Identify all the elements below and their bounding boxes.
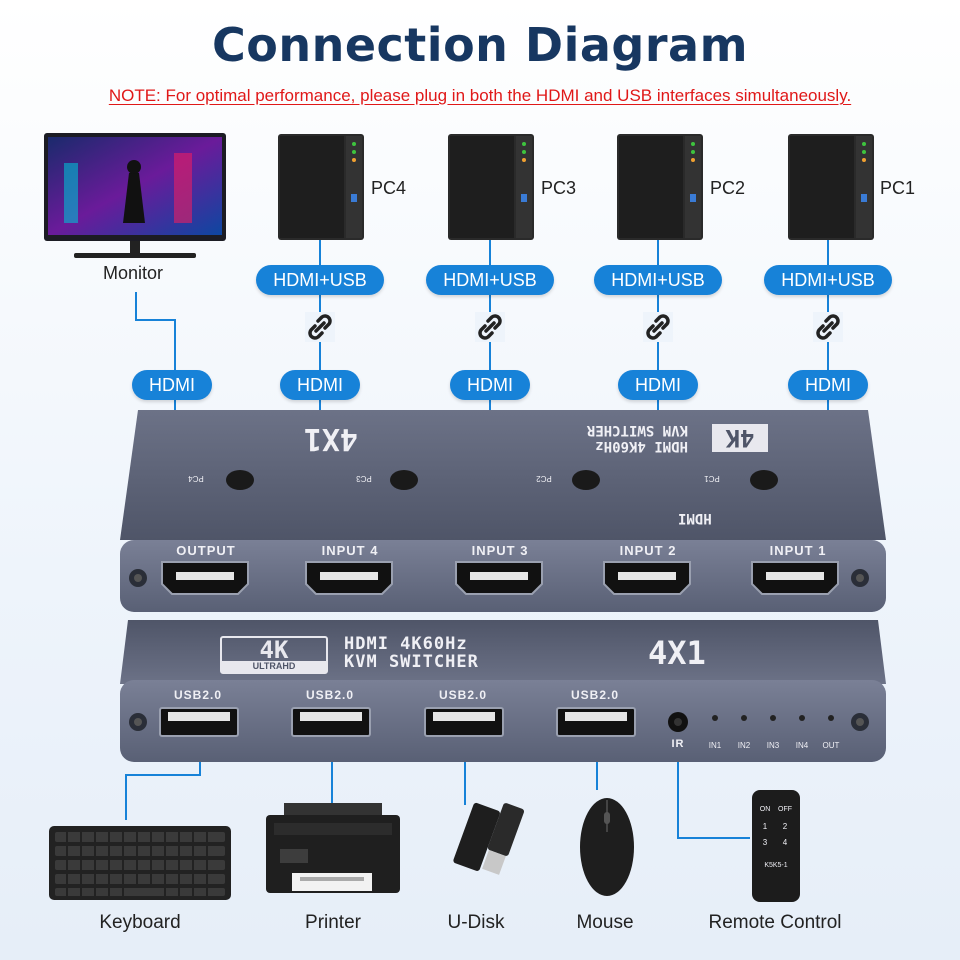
link-icon xyxy=(643,312,673,342)
pc2-select-button[interactable] xyxy=(572,470,600,490)
ir-receiver-icon xyxy=(668,712,688,732)
usb-drive-icon xyxy=(453,802,525,875)
printer-label: Printer xyxy=(305,912,361,933)
pc2-button-label: PC2 xyxy=(536,474,552,483)
port-label-input2: INPUT 2 xyxy=(619,543,677,558)
remote-key-4[interactable]: 4 xyxy=(782,838,788,847)
led-in4: IN4 xyxy=(795,741,809,750)
pc4-label: PC4 xyxy=(371,178,407,198)
monitor-icon xyxy=(44,133,226,258)
monitor-label: Monitor xyxy=(103,263,164,283)
screw-icon xyxy=(129,569,147,587)
pc3-label: PC3 xyxy=(541,178,577,198)
led-in2: IN2 xyxy=(737,741,751,750)
usb-label-4: USB2.0 xyxy=(570,688,620,702)
remote-key-on[interactable]: ON xyxy=(759,806,771,813)
keyboard-label: Keyboard xyxy=(99,912,181,933)
usb-label-1: USB2.0 xyxy=(173,688,223,702)
remote-control-label: Remote Control xyxy=(708,912,842,933)
front-panel: 4K ULTRAHD HDMI 4K60Hz KVM SWITCHER 4X1 … xyxy=(118,620,888,765)
front-badge-box: 4K ULTRAHD xyxy=(220,636,328,674)
pc1-button-label: PC1 xyxy=(704,474,720,483)
port-label-input3: INPUT 3 xyxy=(471,543,529,558)
u-disk-label: U-Disk xyxy=(447,912,505,933)
rear-product-label: 4K HDMI 4K60Hz KVM SWITCHER 4X1 xyxy=(218,421,778,456)
pc2-hdmi-pill: HDMI xyxy=(618,370,698,400)
hdmi-brand-logo: HDMI xyxy=(678,510,712,526)
remote-line xyxy=(677,752,750,839)
pc3-tower xyxy=(448,134,534,244)
screw-icon xyxy=(129,713,147,731)
printer-icon xyxy=(266,803,400,893)
led-out: OUT xyxy=(822,741,840,750)
pc3-connection-pill: HDMI+USB xyxy=(426,265,554,295)
rear-panel: 4K HDMI 4K60Hz KVM SWITCHER 4X1 PC4 PC3 … xyxy=(118,410,888,615)
monitor xyxy=(44,133,226,259)
pc1-tower xyxy=(788,134,874,244)
note-text: NOTE: For optimal performance, please pl… xyxy=(108,86,852,105)
remote-model: K5K5-1 xyxy=(764,862,788,869)
keyboard xyxy=(49,826,231,904)
led-in1: IN1 xyxy=(708,741,722,750)
link-icon xyxy=(305,312,335,342)
pc3-button-label: PC3 xyxy=(356,474,372,483)
hdmi-ports xyxy=(129,561,869,595)
remote-control: ON OFF 1 2 3 4 K5K5-1 xyxy=(752,790,800,902)
pc4-hdmi-pill: HDMI xyxy=(280,370,360,400)
rear-model: 4X1 xyxy=(303,421,358,456)
rear-product-line1: HDMI 4K60Hz xyxy=(595,438,688,454)
pc1-label: PC1 xyxy=(880,178,916,198)
pc2-tower xyxy=(617,134,703,244)
pc4-button-label: PC4 xyxy=(188,474,204,483)
pc4-tower xyxy=(278,134,364,244)
front-product-line1: HDMI 4K60Hz xyxy=(344,634,468,654)
front-model: 4X1 xyxy=(648,634,706,672)
front-badge: 4K xyxy=(259,636,289,664)
pc-icon xyxy=(788,134,874,240)
rear-badge: 4K xyxy=(712,424,768,452)
usb-label-3: USB2.0 xyxy=(438,688,488,702)
remote-key-3[interactable]: 3 xyxy=(762,838,768,847)
monitor-hdmi-pill: HDMI xyxy=(132,370,212,400)
pc4-select-button[interactable] xyxy=(226,470,254,490)
pc1-hdmi-pill: HDMI xyxy=(788,370,868,400)
pc-icon xyxy=(448,134,534,240)
remote-key-off[interactable]: OFF xyxy=(778,806,792,813)
rear-product-line2: KVM SWITCHER xyxy=(586,422,688,438)
front-badge-sub: ULTRAHD xyxy=(222,661,326,672)
port-label-input4: INPUT 4 xyxy=(321,543,379,558)
led-in3: IN3 xyxy=(766,741,780,750)
front-product-line2: KVM SWITCHER xyxy=(344,652,479,672)
screw-icon xyxy=(851,569,869,587)
usb-ports xyxy=(129,707,869,737)
diagram-title: Connection Diagram xyxy=(211,18,749,72)
remote-key-1[interactable]: 1 xyxy=(762,822,768,831)
pc1-select-button[interactable] xyxy=(750,470,778,490)
mouse-label: Mouse xyxy=(576,912,634,933)
port-label-input1: INPUT 1 xyxy=(769,543,827,558)
screw-icon xyxy=(851,713,869,731)
mouse-icon xyxy=(580,798,634,896)
port-label-output: OUTPUT xyxy=(176,543,236,558)
mouse xyxy=(578,796,636,902)
usb-label-2: USB2.0 xyxy=(305,688,355,702)
pc4-connection-pill: HDMI+USB xyxy=(256,265,384,295)
link-icon xyxy=(475,312,505,342)
pc1-connection-pill: HDMI+USB xyxy=(764,265,892,295)
printer xyxy=(266,803,400,907)
remote-key-2[interactable]: 2 xyxy=(782,822,788,831)
pc2-label: PC2 xyxy=(710,178,746,198)
pc2-connection-pill: HDMI+USB xyxy=(594,265,722,295)
u-disk xyxy=(430,792,538,904)
ir-label: IR xyxy=(671,738,685,750)
pc-icon xyxy=(278,134,364,240)
pc3-select-button[interactable] xyxy=(390,470,418,490)
pc-icon xyxy=(617,134,703,240)
pc3-hdmi-pill: HDMI xyxy=(450,370,530,400)
link-icon xyxy=(813,312,843,342)
keyboard-icon xyxy=(49,826,231,900)
